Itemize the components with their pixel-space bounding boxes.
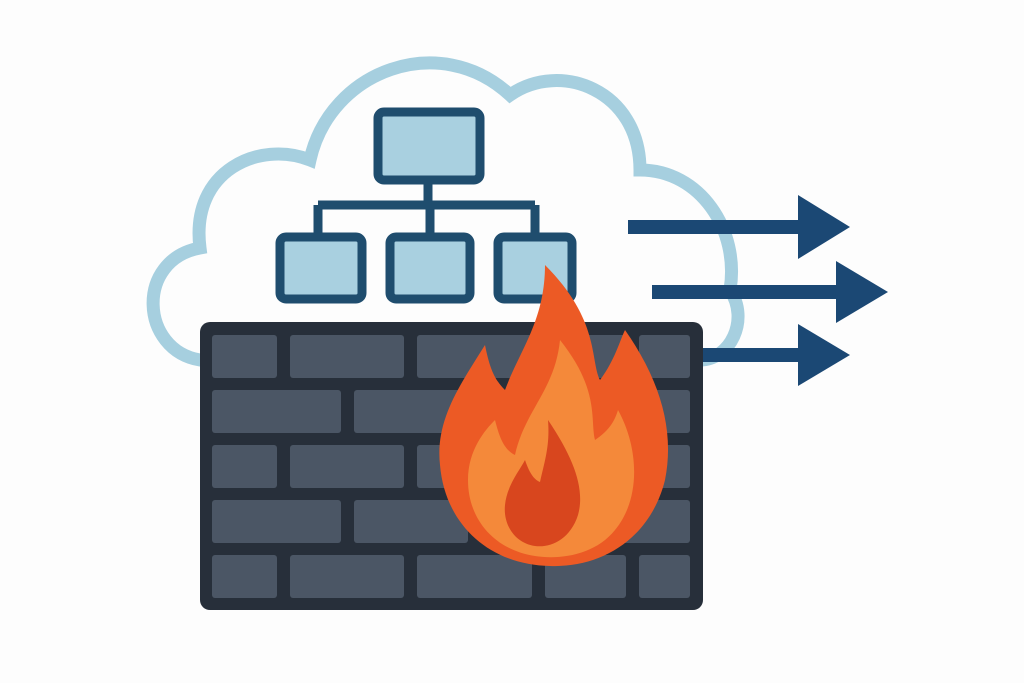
brick bbox=[212, 390, 341, 433]
brick bbox=[639, 555, 690, 598]
brick bbox=[212, 500, 341, 543]
outbound-arrows bbox=[628, 195, 888, 386]
network-connector-lines bbox=[313, 180, 540, 235]
brick bbox=[212, 335, 277, 378]
flame-icon bbox=[439, 265, 669, 567]
brick bbox=[290, 335, 404, 378]
network-node-left bbox=[275, 232, 367, 304]
brick bbox=[212, 555, 277, 598]
brick bbox=[290, 555, 404, 598]
brick bbox=[354, 500, 468, 543]
brick bbox=[290, 445, 404, 488]
network-hierarchy-icon bbox=[275, 107, 577, 304]
brick bbox=[417, 555, 532, 598]
arrow-right-icon bbox=[700, 324, 850, 386]
brick bbox=[545, 555, 626, 598]
network-node-top bbox=[373, 107, 485, 185]
network-node-center bbox=[385, 232, 475, 304]
flame-inner bbox=[504, 420, 581, 547]
cloud-icon bbox=[146, 56, 745, 367]
brick bbox=[417, 335, 532, 378]
arrow-right-icon bbox=[652, 261, 888, 323]
brick bbox=[212, 445, 277, 488]
arrow-right-icon bbox=[628, 195, 850, 259]
brick bbox=[354, 390, 468, 433]
brick bbox=[639, 335, 690, 378]
